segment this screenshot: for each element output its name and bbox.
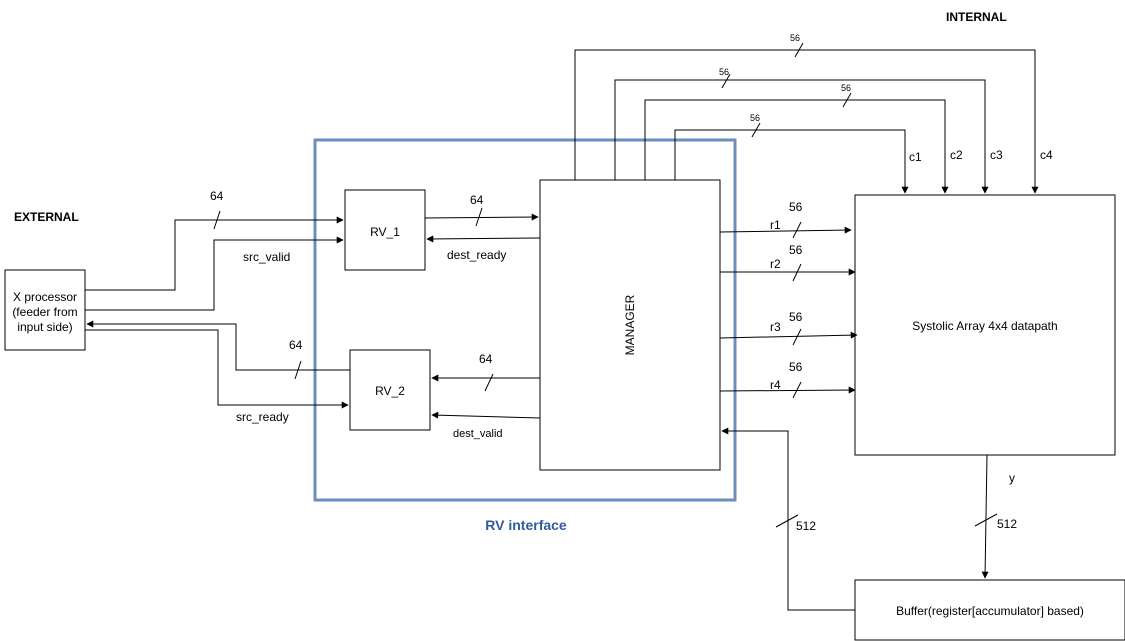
src-valid-label: src_valid — [243, 250, 290, 264]
wire-dest-valid — [431, 411, 541, 419]
c2-width: 56 — [841, 83, 851, 93]
dest-valid-label: dest_valid — [453, 428, 503, 440]
rv1-label: RV_1 — [370, 225, 400, 239]
wire-src-valid — [85, 236, 344, 311]
c2-label: c2 — [950, 148, 963, 162]
r4-label: r4 — [770, 378, 781, 392]
y-label: y — [1009, 471, 1015, 485]
r3-label: r3 — [770, 320, 781, 334]
internal-label: INTERNAL — [946, 10, 1007, 24]
x-processor-line-2: (feeder from — [12, 305, 77, 319]
dest-ready-label: dest_ready — [447, 248, 506, 262]
c4-label: c4 — [1040, 148, 1053, 162]
rv1-block: RV_1 — [344, 189, 426, 271]
wire-y — [974, 454, 998, 579]
wire-r2 — [720, 263, 856, 282]
external-label: EXTERNAL — [14, 210, 79, 224]
c3-width: 56 — [719, 67, 729, 77]
systolic-array-label: Systolic Array 4x4 datapath — [912, 319, 1057, 333]
wire-c3 — [614, 73, 989, 194]
manager-label: MANAGER — [623, 294, 637, 355]
rv2-label: RV_2 — [375, 384, 405, 398]
wire-in-data — [85, 210, 344, 291]
buffer-block: Buffer(register[accumulator] based) — [854, 579, 1125, 641]
rv2-block: RV_2 — [349, 349, 431, 431]
rv1-manager-width: 64 — [470, 193, 484, 207]
wire-c4 — [574, 42, 1039, 194]
rv-interface-frame — [313, 138, 737, 502]
wire-r3 — [719, 328, 858, 346]
r3-width: 56 — [789, 310, 803, 324]
y-width: 512 — [997, 517, 1017, 531]
wire-out-data — [86, 320, 350, 380]
buffer-label: Buffer(register[accumulator] based) — [896, 604, 1084, 618]
r1-width: 56 — [789, 200, 803, 214]
out-data-width: 64 — [289, 338, 303, 352]
wire-c1 — [674, 122, 909, 194]
c1-width: 56 — [750, 113, 760, 123]
manager-rv2-width: 64 — [479, 352, 493, 366]
wire-r1 — [719, 221, 852, 239]
wire-manager-to-rv2 — [431, 373, 540, 392]
r1-label: r1 — [770, 218, 781, 232]
rv-interface-label: RV interface — [485, 517, 567, 533]
x-processor-block: X processor (feeder from input side) — [4, 269, 86, 351]
wire-src-ready — [85, 329, 349, 409]
c1-label: c1 — [909, 150, 922, 164]
wire-r4 — [719, 381, 856, 399]
systolic-array-block: Systolic Array 4x4 datapath — [854, 194, 1116, 456]
x-processor-line-1: X processor — [13, 290, 77, 304]
wire-rv1-to-manager — [424, 207, 539, 227]
r2-label: r2 — [770, 257, 781, 271]
in-data-width: 64 — [210, 189, 224, 203]
c3-label: c3 — [990, 148, 1003, 162]
r2-width: 56 — [789, 243, 803, 257]
wire-feedback — [721, 427, 855, 611]
wire-c2 — [644, 92, 949, 194]
c4-width: 56 — [790, 33, 800, 43]
feedback-width: 512 — [796, 519, 816, 533]
x-processor-line-3: input side) — [17, 320, 72, 334]
manager-block: MANAGER — [539, 179, 721, 471]
wire-dest-ready — [426, 235, 541, 243]
r4-width: 56 — [789, 360, 803, 374]
src-ready-label: src_ready — [236, 410, 289, 424]
